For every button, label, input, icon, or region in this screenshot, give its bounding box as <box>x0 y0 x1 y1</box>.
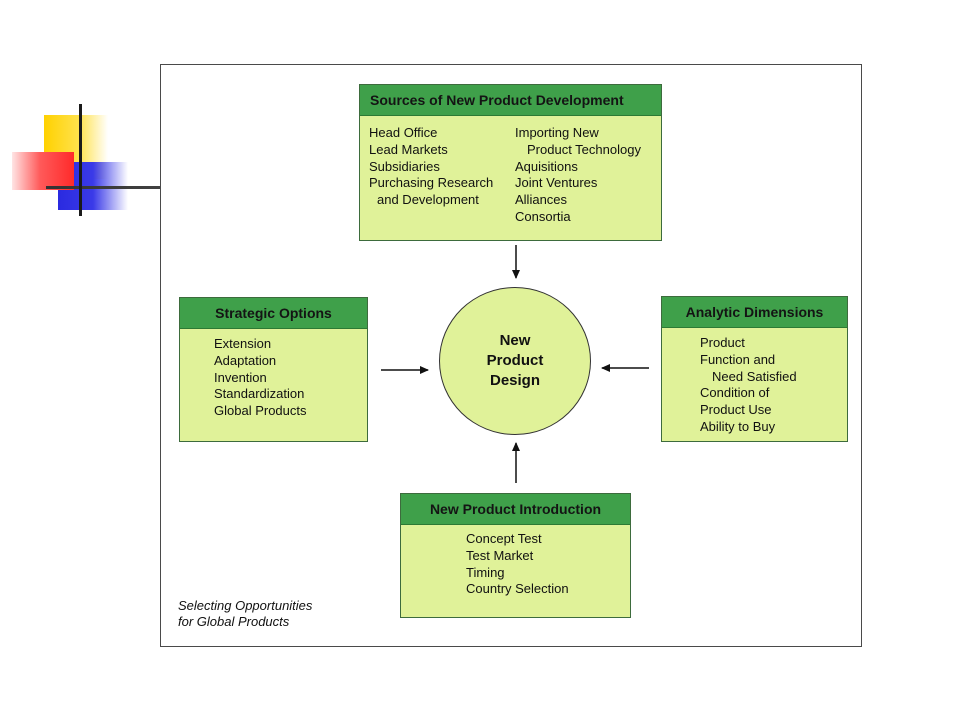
strategic-item: Standardization <box>214 386 305 402</box>
strategic-item: Invention <box>214 369 267 385</box>
strategic-title: Strategic Options <box>180 298 367 329</box>
center-label: New Product Design <box>487 331 544 391</box>
strategic-item: Global Products <box>214 403 307 419</box>
center-line: Product <box>486 352 544 369</box>
sources-title: Sources of New Product Development <box>360 85 661 116</box>
logo-red-square <box>12 152 74 190</box>
figure-caption: Selecting Opportunities for Global Produ… <box>178 598 312 630</box>
intro-item: Timing <box>466 564 505 580</box>
analytic-item: Condition of <box>700 385 770 401</box>
analytic-item: Product <box>700 335 745 350</box>
sources-item: Purchasing Research <box>369 175 494 191</box>
intro-title: New Product Introduction <box>401 494 630 525</box>
sources-item: and Development <box>377 192 479 208</box>
sources-item: Lead Markets <box>369 141 448 157</box>
logo-vertical-line <box>79 104 82 216</box>
strategic-item: Extension <box>214 336 272 351</box>
sources-item: Consortia <box>515 208 571 224</box>
analytic-title: Analytic Dimensions <box>662 297 847 328</box>
strategic-options-box: Strategic Options Extension Adaptation I… <box>179 297 368 442</box>
analytic-item: Product Use <box>700 402 772 418</box>
caption-line: Selecting Opportunities <box>178 598 313 613</box>
new-product-introduction-box: New Product Introduction Concept Test Te… <box>400 493 631 618</box>
intro-item: Concept Test <box>466 531 542 546</box>
analytic-dimensions-box: Analytic Dimensions Product Function and… <box>661 296 848 442</box>
diagram-frame: Sources of New Product Development Head … <box>160 64 862 647</box>
sources-item: Head Office <box>369 125 438 140</box>
intro-item: Test Market <box>466 547 534 563</box>
intro-item: Country Selection <box>466 581 569 597</box>
sources-item: Importing New <box>515 125 599 140</box>
sources-item: Aquisitions <box>515 158 578 174</box>
caption-line: for Global Products <box>178 614 290 629</box>
analytic-item: Function and <box>700 351 776 367</box>
new-product-design-circle: New Product Design <box>439 287 591 435</box>
sources-item: Alliances <box>515 192 568 208</box>
sources-item: Subsidiaries <box>369 158 440 174</box>
center-line: New <box>499 332 531 349</box>
analytic-item: Need Satisfied <box>712 368 797 384</box>
arrows <box>381 245 649 483</box>
sources-item: Product Technology <box>527 141 641 157</box>
analytic-list: Product Function and Need Satisfied Cond… <box>700 335 797 436</box>
intro-list: Concept Test Test Market Timing Country … <box>466 531 569 598</box>
sources-box: Sources of New Product Development Head … <box>359 84 662 241</box>
sources-col1: Head Office Lead Markets Subsidiaries Pu… <box>369 125 493 209</box>
analytic-item: Ability to Buy <box>700 418 776 434</box>
center-line: Design <box>489 372 540 389</box>
strategic-list: Extension Adaptation Invention Standardi… <box>214 336 307 420</box>
strategic-item: Adaptation <box>214 352 277 368</box>
sources-col2: Importing New Product Technology Aquisit… <box>515 125 641 226</box>
sources-item: Joint Ventures <box>515 175 598 191</box>
